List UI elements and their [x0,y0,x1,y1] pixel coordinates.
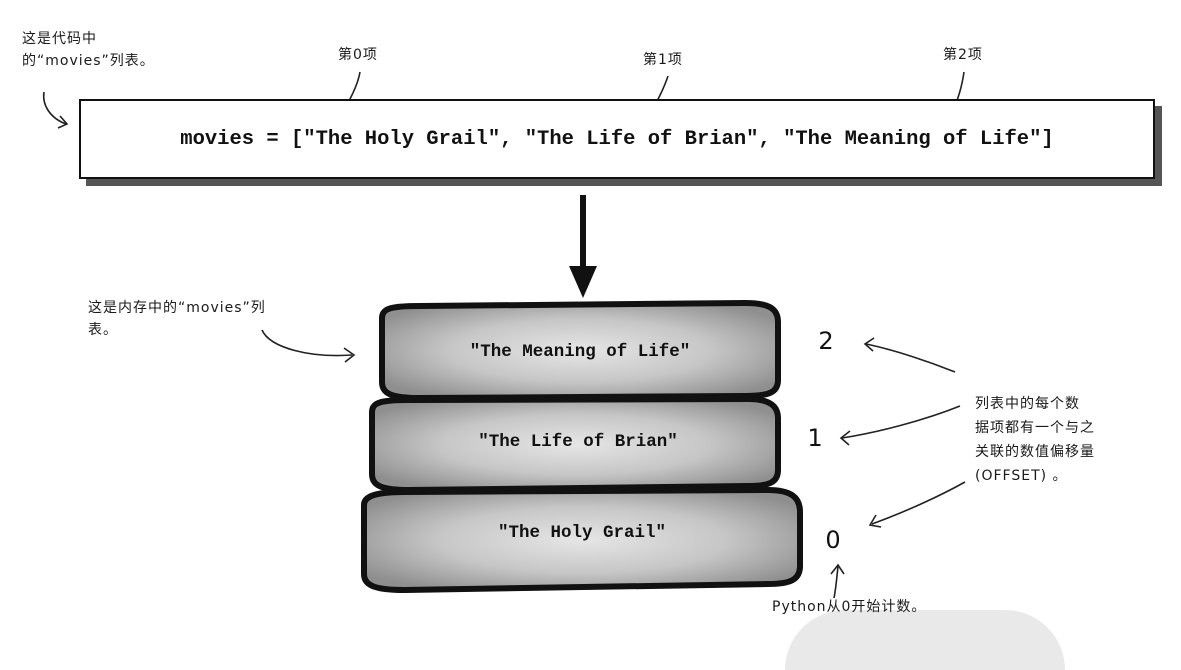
diagram-canvas [42,71,966,599]
memory-note-arrow [261,329,356,363]
python-count-note: Python从0开始计数。 [772,599,927,615]
down-arrow [569,195,597,298]
code-note-arrow [42,91,67,125]
slot-1-shape [369,395,781,494]
item-2-label: 第2项 [943,47,983,63]
offset-1: 1 [807,424,823,452]
offset-note-arrows [839,337,966,528]
slot-1-value: "The Life of Brian" [478,432,678,452]
slot-0-shape [361,486,803,594]
code-list-note: 这是代码中 的“movies”列表。 [22,31,155,69]
offset-note: 列表中的每个数 据项都有一个与之 关联的数值偏移量 (OFFSET) 。 [975,396,1095,484]
slot-2-value: "The Meaning of Life" [469,342,691,362]
offset-2: 2 [818,327,834,355]
slot-0-value: "The Holy Grail" [497,523,667,543]
code-listing: movies = ["The Holy Grail", "The Life of… [180,127,1054,151]
offset-0: 0 [825,526,841,554]
memory-list-note: 这是内存中的“movies”列 表。 [88,300,266,338]
python-note-arrow [830,563,845,599]
slot-2-shape [379,299,781,402]
memory-stack [361,299,803,594]
item-1-label: 第1项 [643,52,683,68]
code-box: movies = ["The Holy Grail", "The Life of… [79,99,1155,179]
item-0-label: 第0项 [338,47,378,63]
